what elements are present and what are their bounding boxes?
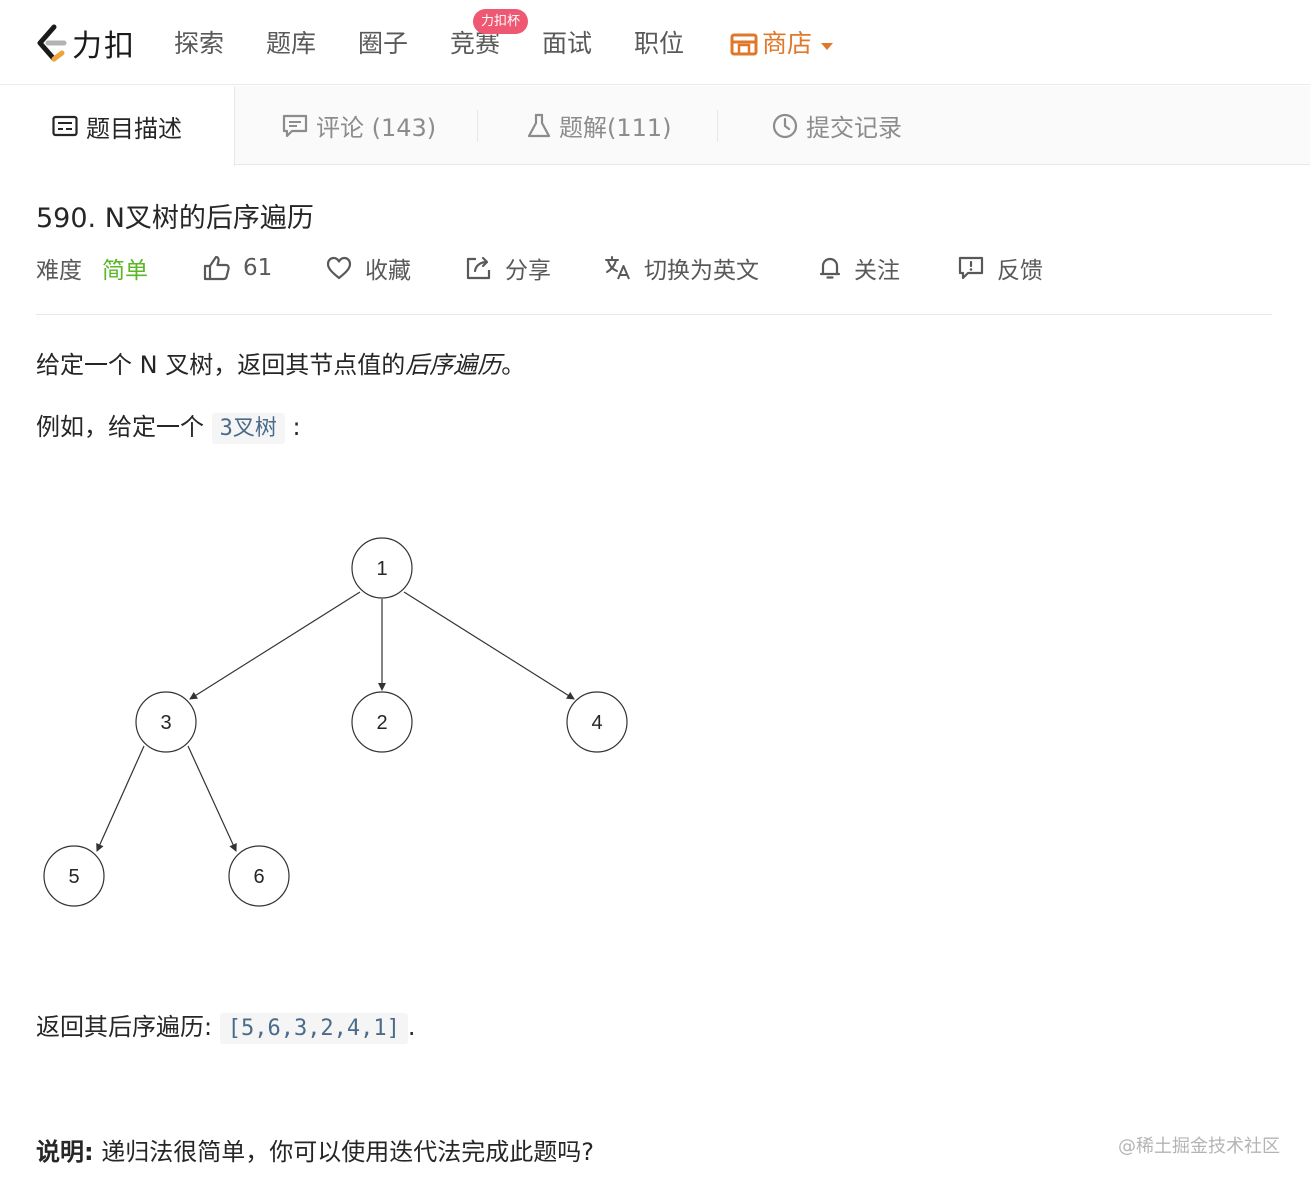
question-tabs: 题目描述 评论 (143) 题解(111) 提交记录 — [0, 86, 1310, 166]
tree-edge — [96, 745, 145, 852]
tab-description-label: 题目描述 — [86, 114, 182, 143]
content-divider — [36, 314, 1272, 315]
share-icon — [466, 256, 491, 280]
favorite-label: 收藏 — [365, 258, 411, 284]
clock-icon — [772, 113, 798, 138]
feedback-label: 反馈 — [997, 258, 1043, 284]
share-label: 分享 — [505, 258, 551, 284]
result-inline-code: [5,6,3,2,4,1] — [219, 1013, 408, 1044]
description-emphasis: 后序遍历 — [405, 351, 502, 379]
tree-node-label: 1 — [376, 558, 387, 580]
follow-label: 关注 — [854, 258, 900, 284]
tree-edge — [189, 591, 361, 700]
tab-solutions-label: 题解(111) — [559, 114, 672, 142]
note-text: 递归法很简单，你可以使用迭代法完成此题吗? — [93, 1138, 594, 1166]
favorite-button[interactable]: 收藏 — [325, 250, 411, 286]
nav-interview[interactable]: 面试 — [542, 29, 593, 58]
watermark: @稀土掘金技术社区 — [1118, 1136, 1280, 1157]
tree-node-label: 6 — [253, 866, 264, 888]
tab-divider — [477, 110, 478, 142]
tree-node-label: 2 — [376, 712, 387, 734]
thumbs-up-icon — [203, 255, 230, 281]
contest-badge: 力扣杯 — [473, 9, 529, 34]
nav-explore[interactable]: 探索 — [174, 29, 225, 58]
difficulty-label: 难度 — [36, 258, 82, 284]
tab-solutions[interactable]: 题解(111) — [527, 86, 672, 165]
share-button[interactable]: 分享 — [465, 250, 551, 286]
result-paragraph: 返回其后序遍历: [5,6,3,2,4,1]. — [36, 1007, 416, 1044]
store-icon — [730, 33, 758, 56]
comment-icon — [282, 114, 308, 137]
difficulty: 难度 简单 — [36, 250, 148, 286]
tab-divider — [717, 110, 718, 142]
follow-button[interactable]: 关注 — [818, 250, 900, 286]
tab-description[interactable]: 题目描述 — [0, 86, 235, 166]
leetcode-logo[interactable]: 力扣 — [34, 20, 136, 66]
like-count: 61 — [243, 255, 273, 281]
tree-node-label: 3 — [160, 712, 171, 734]
translate-icon — [605, 256, 630, 280]
nav-store-label: 商店 — [762, 29, 813, 58]
tab-submissions[interactable]: 提交记录 — [772, 86, 902, 165]
tree-diagram: 1 3 2 4 5 6 — [43, 537, 628, 907]
nav-store[interactable]: 商店 — [730, 24, 834, 64]
tab-comments[interactable]: 评论 (143) — [282, 86, 436, 165]
difficulty-value: 简单 — [102, 258, 148, 284]
description-text: 给定一个 N 叉树，返回其节点值的 — [36, 351, 406, 379]
example-paragraph: 例如，给定一个 3叉树 : — [36, 407, 301, 444]
tree-node-label: 4 — [591, 712, 602, 734]
switch-language-label: 切换为英文 — [644, 258, 759, 284]
question-title: 590. N叉树的后序遍历 — [36, 203, 314, 234]
tree-node — [135, 691, 197, 753]
tree-node-label: 5 — [68, 866, 79, 888]
tab-comments-label: 评论 (143) — [316, 114, 437, 142]
tree-edge — [403, 591, 575, 700]
switch-language-button[interactable]: 切换为英文 — [604, 250, 759, 286]
example-inline-code: 3叉树 — [211, 413, 285, 444]
tree-node — [228, 845, 290, 907]
top-navigation: 力扣 探索 题库 圈子 竞赛 面试 职位 力扣杯 商店 — [0, 0, 1310, 85]
description-suffix: 。 — [501, 351, 526, 379]
heart-icon — [326, 256, 352, 280]
description-paragraph: 给定一个 N 叉树，返回其节点值的后序遍历。 — [36, 345, 525, 380]
feedback-icon — [958, 256, 984, 280]
nav-problemset[interactable]: 题库 — [266, 29, 317, 58]
note-paragraph: 说明: 递归法很简单，你可以使用迭代法完成此题吗? — [36, 1132, 594, 1167]
like-button[interactable]: 61 — [203, 250, 272, 286]
tree-node — [43, 845, 105, 907]
feedback-button[interactable]: 反馈 — [957, 250, 1043, 286]
leetcode-logo-icon — [37, 24, 67, 62]
tree-node — [566, 691, 628, 753]
result-text: 返回其后序遍历: — [36, 1013, 220, 1041]
chevron-down-icon — [821, 42, 834, 50]
tree-edge — [187, 745, 237, 852]
tab-submissions-label: 提交记录 — [806, 114, 902, 142]
logo-text: 力扣 — [72, 29, 136, 64]
flask-icon — [527, 113, 551, 137]
nav-circle[interactable]: 圈子 — [358, 29, 409, 58]
tree-node — [351, 691, 413, 753]
description-icon — [52, 115, 78, 137]
note-label: 说明: — [36, 1138, 94, 1166]
bell-icon — [819, 257, 841, 279]
example-suffix: : — [284, 413, 301, 441]
result-suffix: . — [407, 1013, 416, 1041]
nav-jobs[interactable]: 职位 — [634, 29, 685, 58]
example-text: 例如，给定一个 — [36, 413, 212, 441]
tree-node — [351, 537, 413, 599]
